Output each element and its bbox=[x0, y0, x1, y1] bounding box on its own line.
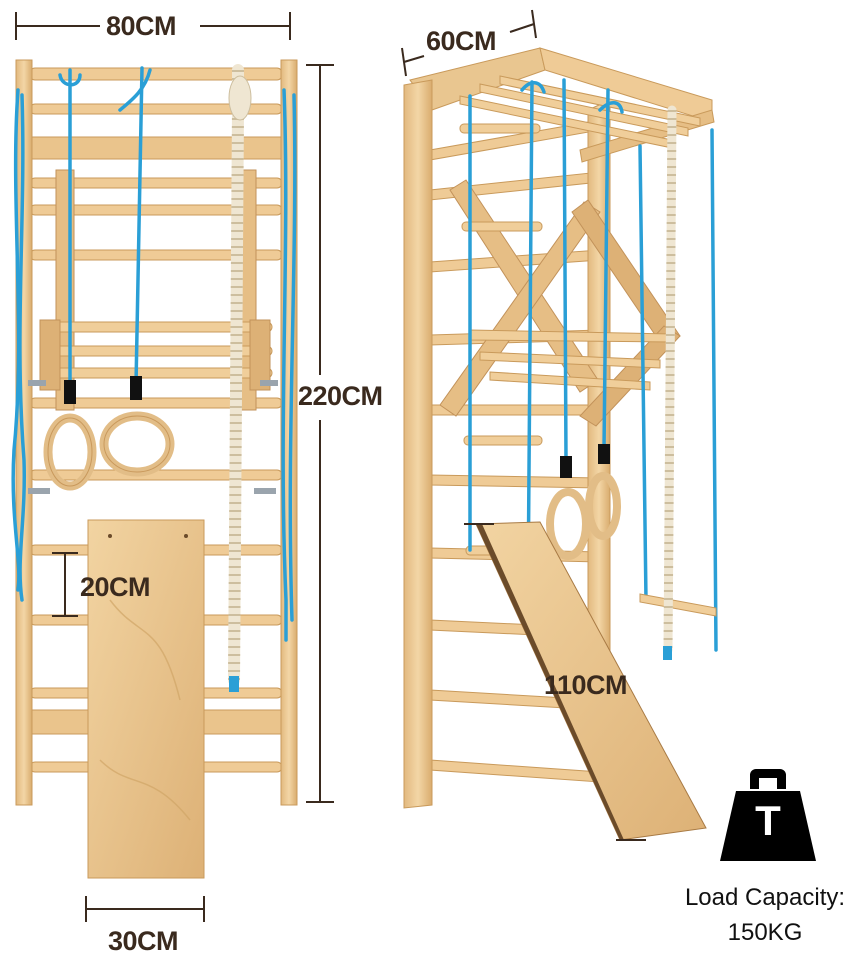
load-capacity-title: Load Capacity: bbox=[684, 884, 846, 911]
side-ring-left bbox=[546, 488, 590, 560]
depth-label: 60CM bbox=[426, 26, 497, 56]
load-capacity-value: 150KG bbox=[727, 919, 803, 946]
weight-icon-letter: T bbox=[755, 797, 781, 844]
side-slide-board bbox=[475, 521, 707, 841]
width-label: 80CM bbox=[106, 11, 177, 41]
dimension-lines bbox=[15, 9, 537, 922]
side-swing-seat bbox=[639, 593, 717, 617]
board-length-label: 110CM bbox=[544, 670, 628, 700]
side-ring-right bbox=[585, 472, 621, 540]
side-pullup-arm-b bbox=[439, 201, 601, 417]
front-blue-ropes bbox=[11, 66, 297, 642]
side-post-front bbox=[403, 79, 433, 809]
front-slide-board bbox=[87, 519, 205, 879]
height-label: 220CM bbox=[298, 381, 383, 411]
pullup-bracket-left bbox=[39, 319, 61, 391]
board-width-label: 30CM bbox=[108, 926, 179, 956]
pullup-bracket-right bbox=[249, 319, 271, 391]
side-climbing-rope bbox=[663, 105, 677, 655]
side-blue-ropes bbox=[468, 78, 718, 652]
side-view bbox=[403, 47, 718, 841]
front-view bbox=[11, 59, 298, 879]
weight-icon bbox=[720, 769, 816, 861]
front-slat-top bbox=[29, 136, 283, 160]
rung-spacing-label: 20CM bbox=[80, 572, 151, 602]
